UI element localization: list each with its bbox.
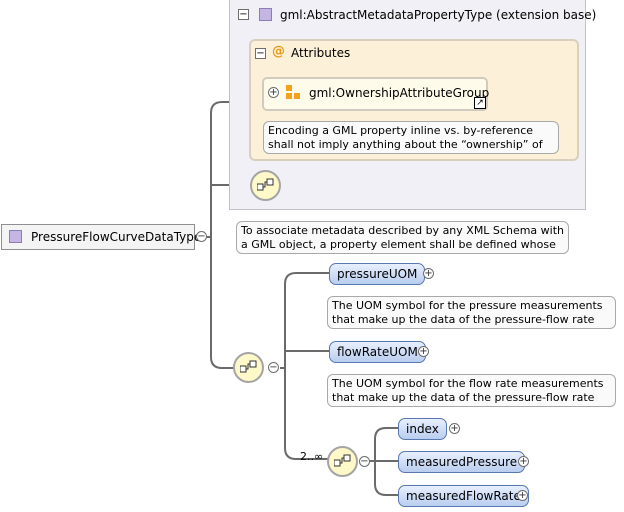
sequence-compositor-main[interactable] <box>233 352 264 383</box>
element-measured-pressure[interactable]: measuredPressure <box>398 451 526 473</box>
root-collapse-toggle[interactable]: − <box>196 231 207 242</box>
attribute-group-label: gml:OwnershipAttributeGroup <box>309 86 490 100</box>
attribute-group-expand-toggle[interactable]: + <box>268 87 279 98</box>
extension-collapse-toggle[interactable]: − <box>238 9 249 20</box>
inner-sequence-collapse-toggle[interactable]: − <box>359 456 370 467</box>
sequence-icon <box>257 178 274 191</box>
element-index[interactable]: index <box>398 418 447 440</box>
index-expand-toggle[interactable]: + <box>449 423 460 434</box>
sequence-collapse-toggle[interactable]: − <box>268 362 279 373</box>
attribute-icon: @ <box>272 44 285 59</box>
element-flow-rate-uom[interactable]: flowRateUOM <box>329 341 426 363</box>
pressure-uom-note: The UOM symbol for the pressure measurem… <box>327 296 616 329</box>
sequence-compositor-top[interactable] <box>250 170 281 201</box>
pressure-uom-expand-toggle[interactable]: + <box>423 268 434 279</box>
measured-pressure-expand-toggle[interactable]: + <box>518 456 529 467</box>
extension-title: gml:AbstractMetadataPropertyType (extens… <box>280 8 597 22</box>
sequence-compositor-inner[interactable] <box>327 446 358 477</box>
root-note: To associate metadata described by any X… <box>236 221 569 254</box>
sequence-icon <box>334 454 351 467</box>
root-type-box[interactable] <box>1 224 195 250</box>
measured-flow-rate-expand-toggle[interactable]: + <box>517 490 528 501</box>
complex-type-icon <box>9 230 22 243</box>
reference-link-icon[interactable]: ↗ <box>474 97 486 109</box>
element-pressure-uom[interactable]: pressureUOM <box>329 263 426 285</box>
attribute-group-icon <box>286 85 302 101</box>
sequence-icon <box>240 360 257 373</box>
attributes-title: Attributes <box>291 46 351 60</box>
attributes-collapse-toggle[interactable]: − <box>255 48 266 59</box>
flow-rate-uom-expand-toggle[interactable]: + <box>418 346 429 357</box>
sequence-multiplicity: 2..∞ <box>300 450 324 463</box>
attribute-group-note: Encoding a GML property inline vs. by-re… <box>263 121 559 154</box>
root-type-label: PressureFlowCurveDataType <box>31 230 202 244</box>
flow-rate-uom-note: The UOM symbol for the flow rate measure… <box>327 374 616 407</box>
complex-type-icon <box>259 8 272 21</box>
element-measured-flow-rate[interactable]: measuredFlowRate <box>398 485 529 507</box>
